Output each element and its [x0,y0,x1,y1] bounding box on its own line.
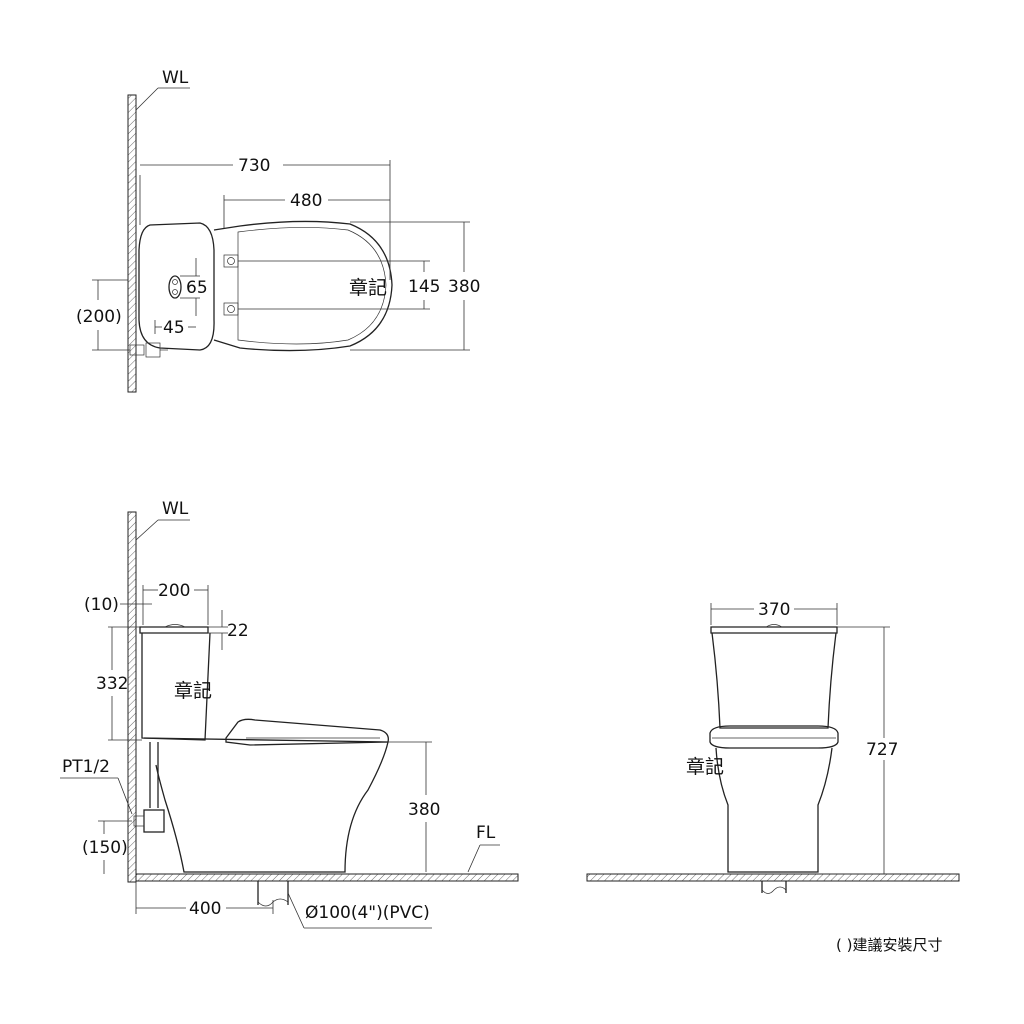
side-floor [135,873,519,882]
installation-note: ( )建議安裝尺寸 [836,936,942,954]
dim-top-supply-height: (200) [76,307,122,327]
front-tank-body [711,632,837,729]
drain-pipe-label: Ø100(4")(PVC) [305,903,430,923]
top-brand-mark: 章記 [349,277,387,299]
front-drain-pipe [761,881,787,894]
hinge-upper [223,254,239,268]
dim-lid-thickness: 22 [227,621,249,641]
side-floor-label: FL [476,823,496,843]
dim-top-overall-length: 730 [238,156,270,176]
front-brand-mark: 章記 [686,756,724,778]
top-wall [127,94,137,393]
side-tank-lid [139,626,209,634]
side-wall-label: WL [162,499,189,519]
dim-top-overall-width: 380 [448,277,480,297]
dim-total-height: 727 [866,740,898,760]
side-wall [127,511,137,883]
side-view: WL FL 200 (10) [60,499,519,929]
front-floor [586,873,960,882]
top-seat-outline [237,227,387,345]
flush-button [168,275,182,299]
dim-tank-height: 332 [96,674,128,694]
dim-side-supply-height: (150) [82,838,128,858]
dim-wall-gap: (10) [84,595,119,615]
pipe-thread-label: PT1/2 [62,757,110,777]
top-tank-outline [138,222,215,351]
dim-seat-height: 380 [408,800,440,820]
front-seat [709,725,839,749]
dim-tank-depth: 200 [158,581,190,601]
top-bowl-outline [213,220,393,352]
front-view: 370 727 章記 [586,600,960,894]
dim-button-height: 65 [186,278,208,298]
side-bowl [143,737,389,873]
dim-hinge-spacing: 145 [408,277,440,297]
dim-button-offset: 45 [163,318,185,338]
front-tank-lid [710,626,838,634]
front-bowl [715,747,833,873]
dim-front-tank-width: 370 [758,600,790,620]
dim-rough-in: 400 [189,899,221,919]
side-brand-mark: 章記 [174,680,212,702]
hinge-lower [223,302,239,316]
top-wall-label: WL [162,68,189,88]
top-view: WL 730 480 380 [76,68,480,393]
side-supply-valve [143,809,165,833]
dim-seat-length: 480 [290,191,322,211]
